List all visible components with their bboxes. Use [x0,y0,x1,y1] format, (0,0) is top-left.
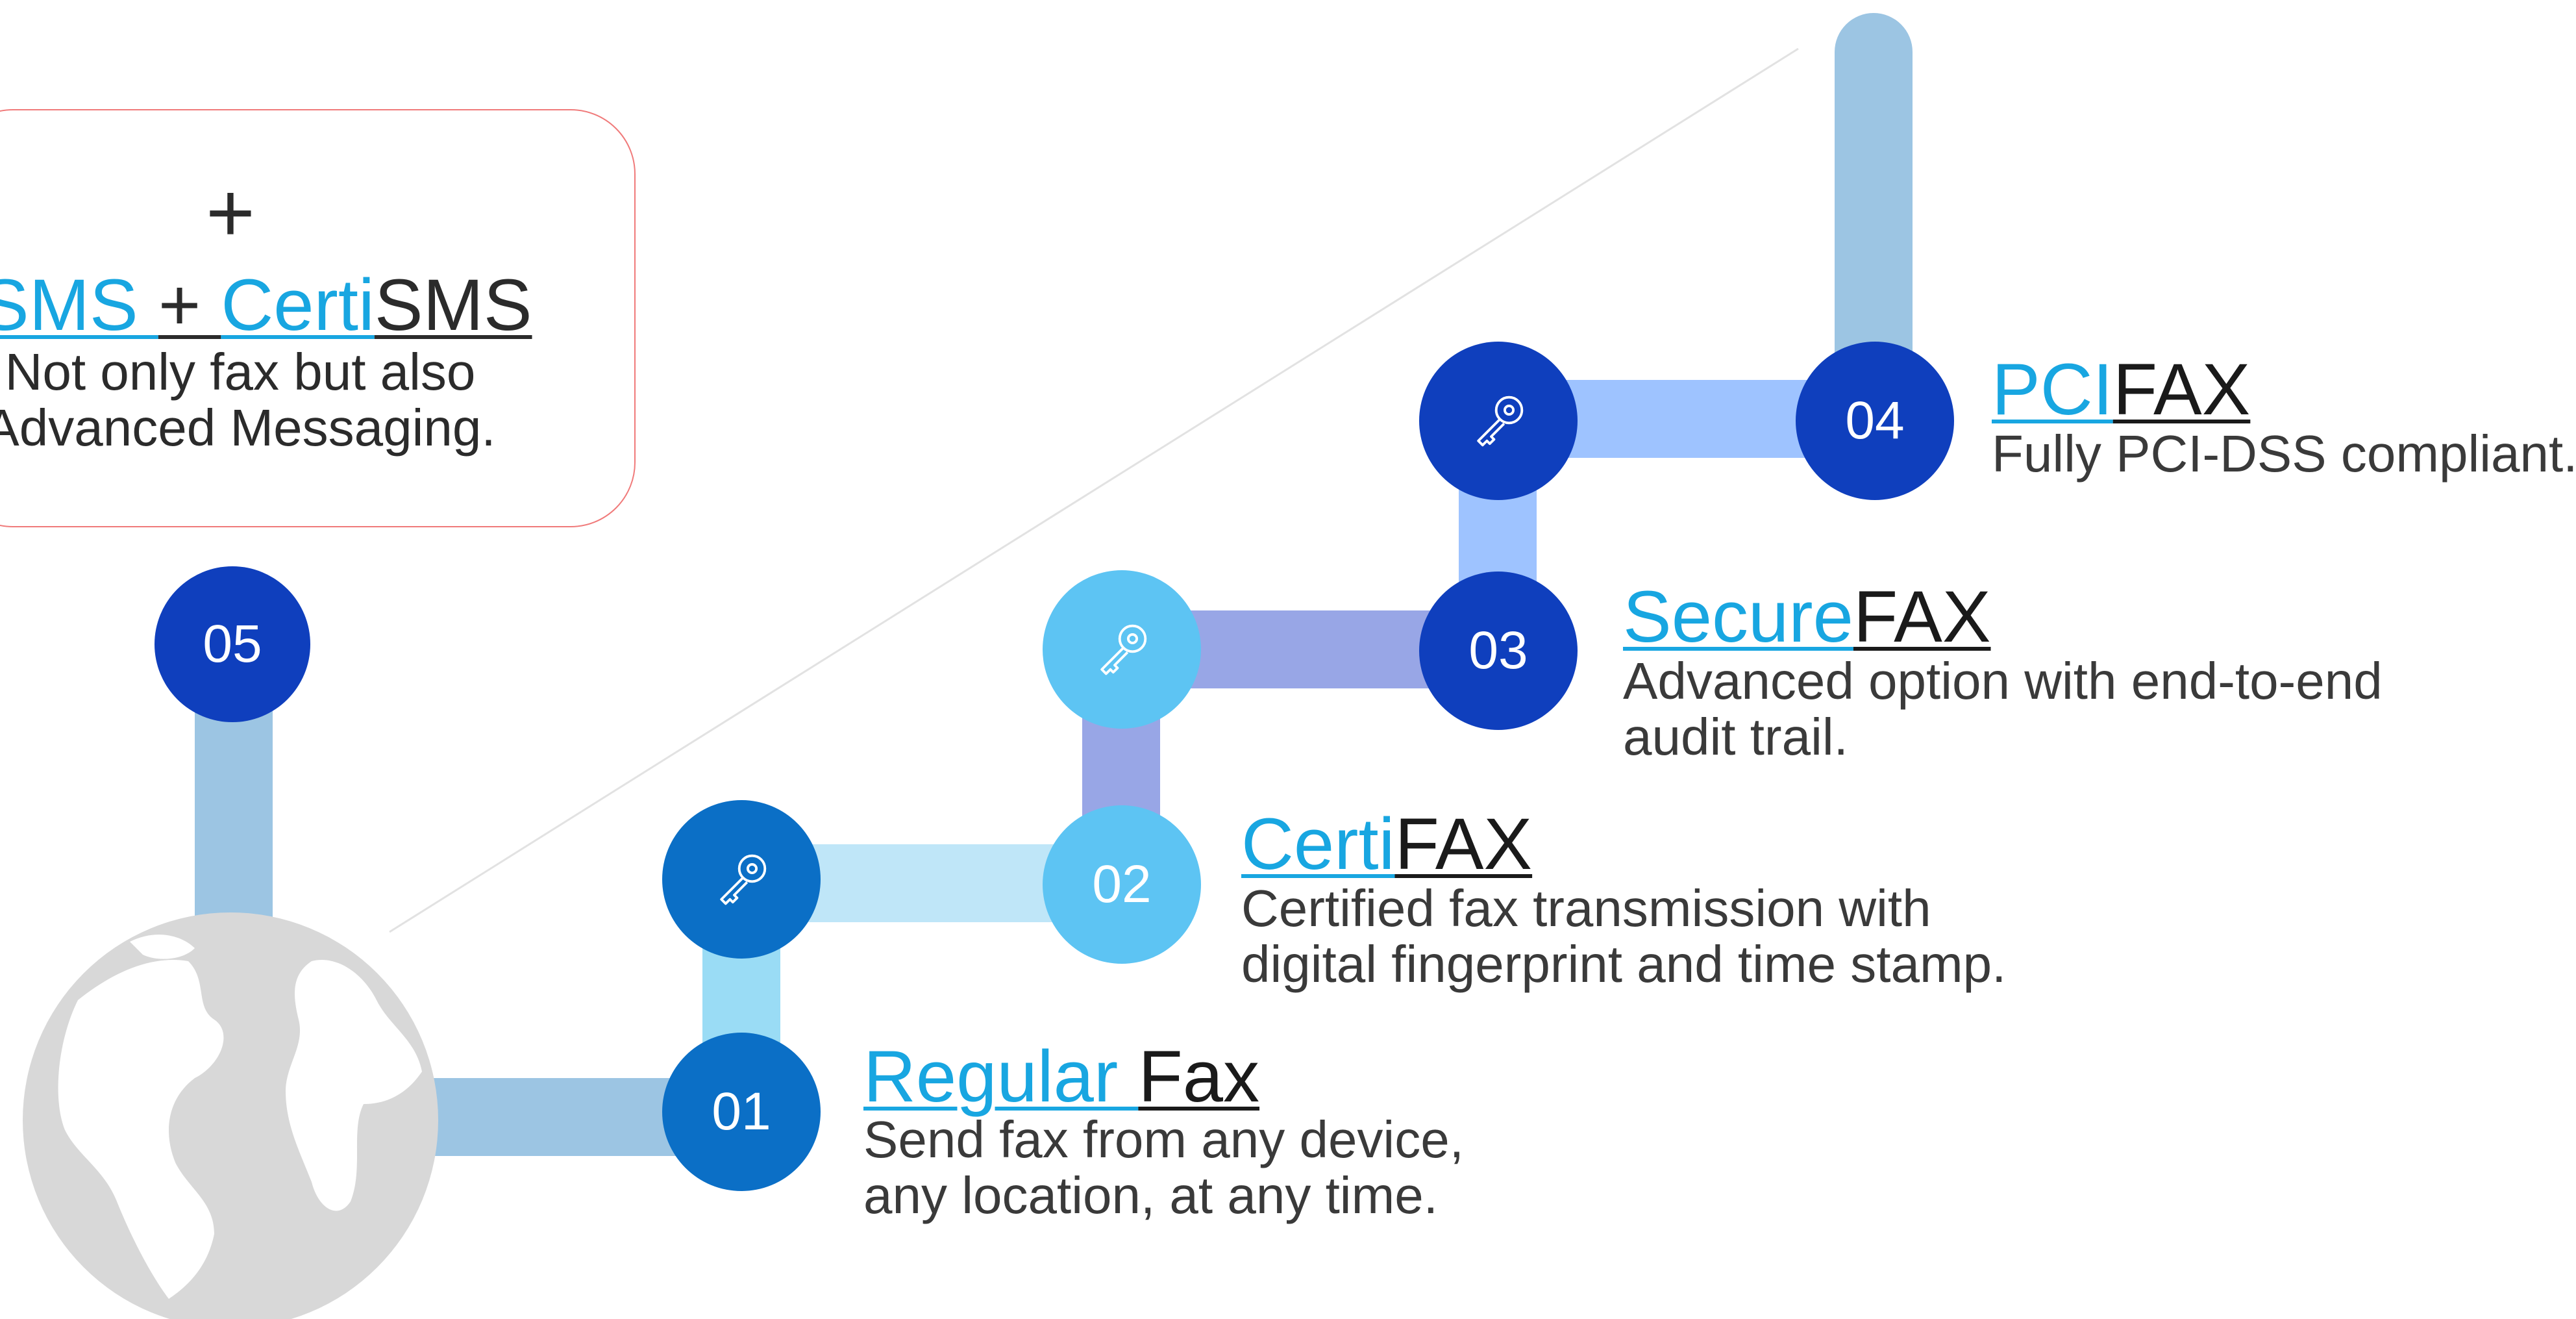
advanced-messaging-box [0,109,636,527]
step-01-title-main: Fax [1138,1036,1260,1117]
step-01-title-accent: Regular [863,1036,1139,1117]
step-02-description: Certified fax transmission with digital … [1241,881,2006,992]
step-03-title-accent: Secure [1623,576,1853,657]
step-02-title-accent: Certi [1241,803,1395,885]
box-title-sms2: SMS [374,264,532,345]
key-icon [1477,396,1524,447]
step-04-title-main: FAX [2112,349,2251,430]
box-title: SMS + CertiSMS [0,266,532,344]
step-03-title-main: FAX [1853,576,1991,657]
step-02-desc-line1: Certified fax transmission with [1241,879,1931,937]
step-01-desc-line2: any location, at any time. [863,1166,1438,1224]
box-description: Not only fax but also Advanced Messaging… [0,344,519,456]
step-02-title: CertiFAX [1241,805,1532,883]
step-04-title-accent: PCI [1992,349,2113,430]
step-05-number: 05 [203,614,262,673]
diagonal-guide-line [389,47,1799,933]
step-01-number: 01 [712,1082,771,1141]
plus-sign: + [206,165,255,260]
box-desc-line2: Advanced Messaging. [0,399,496,457]
box-desc-line1: Not only fax but also [5,343,476,401]
step-05-circle: 05 [155,566,310,722]
step-01-description: Send fax from any device, any location, … [863,1112,1464,1224]
step-01-desc-line1: Send fax from any device, [863,1111,1464,1168]
key-circle-2 [1043,570,1201,729]
key-icon [1100,624,1147,675]
connector-04-up [1835,13,1913,403]
key-circle-3 [1419,342,1578,500]
box-title-plus: + [158,264,221,345]
box-title-sms: SMS [0,264,138,345]
step-04-description: Fully PCI-DSS compliant. [1992,426,2576,482]
step-03-number: 03 [1468,621,1528,680]
step-04-title: PCIFAX [1992,351,2250,429]
globe-icon [23,912,438,1319]
step-03-desc-line1: Advanced option with end-to-end [1623,652,2383,710]
step-02-number: 02 [1092,855,1152,914]
step-01-title: Regular Fax [863,1038,1259,1116]
step-03-desc-line2: audit trail. [1623,708,1848,766]
box-title-certi: Certi [221,264,375,345]
step-03-title: SecureFAX [1623,578,1991,656]
step-02-title-main: FAX [1394,803,1533,885]
step-04-desc-line1: Fully PCI-DSS compliant. [1992,425,2576,483]
step-03-description: Advanced option with end-to-end audit tr… [1623,653,2383,765]
step-04-circle: 04 [1796,342,1954,500]
key-circle-1 [662,800,821,959]
key-icon [720,854,767,905]
step-01-circle: 01 [662,1033,821,1191]
step-03-circle: 03 [1419,572,1578,730]
step-04-number: 04 [1845,391,1905,450]
step-02-circle: 02 [1043,805,1201,964]
step-02-desc-line2: digital fingerprint and time stamp. [1241,935,2007,993]
